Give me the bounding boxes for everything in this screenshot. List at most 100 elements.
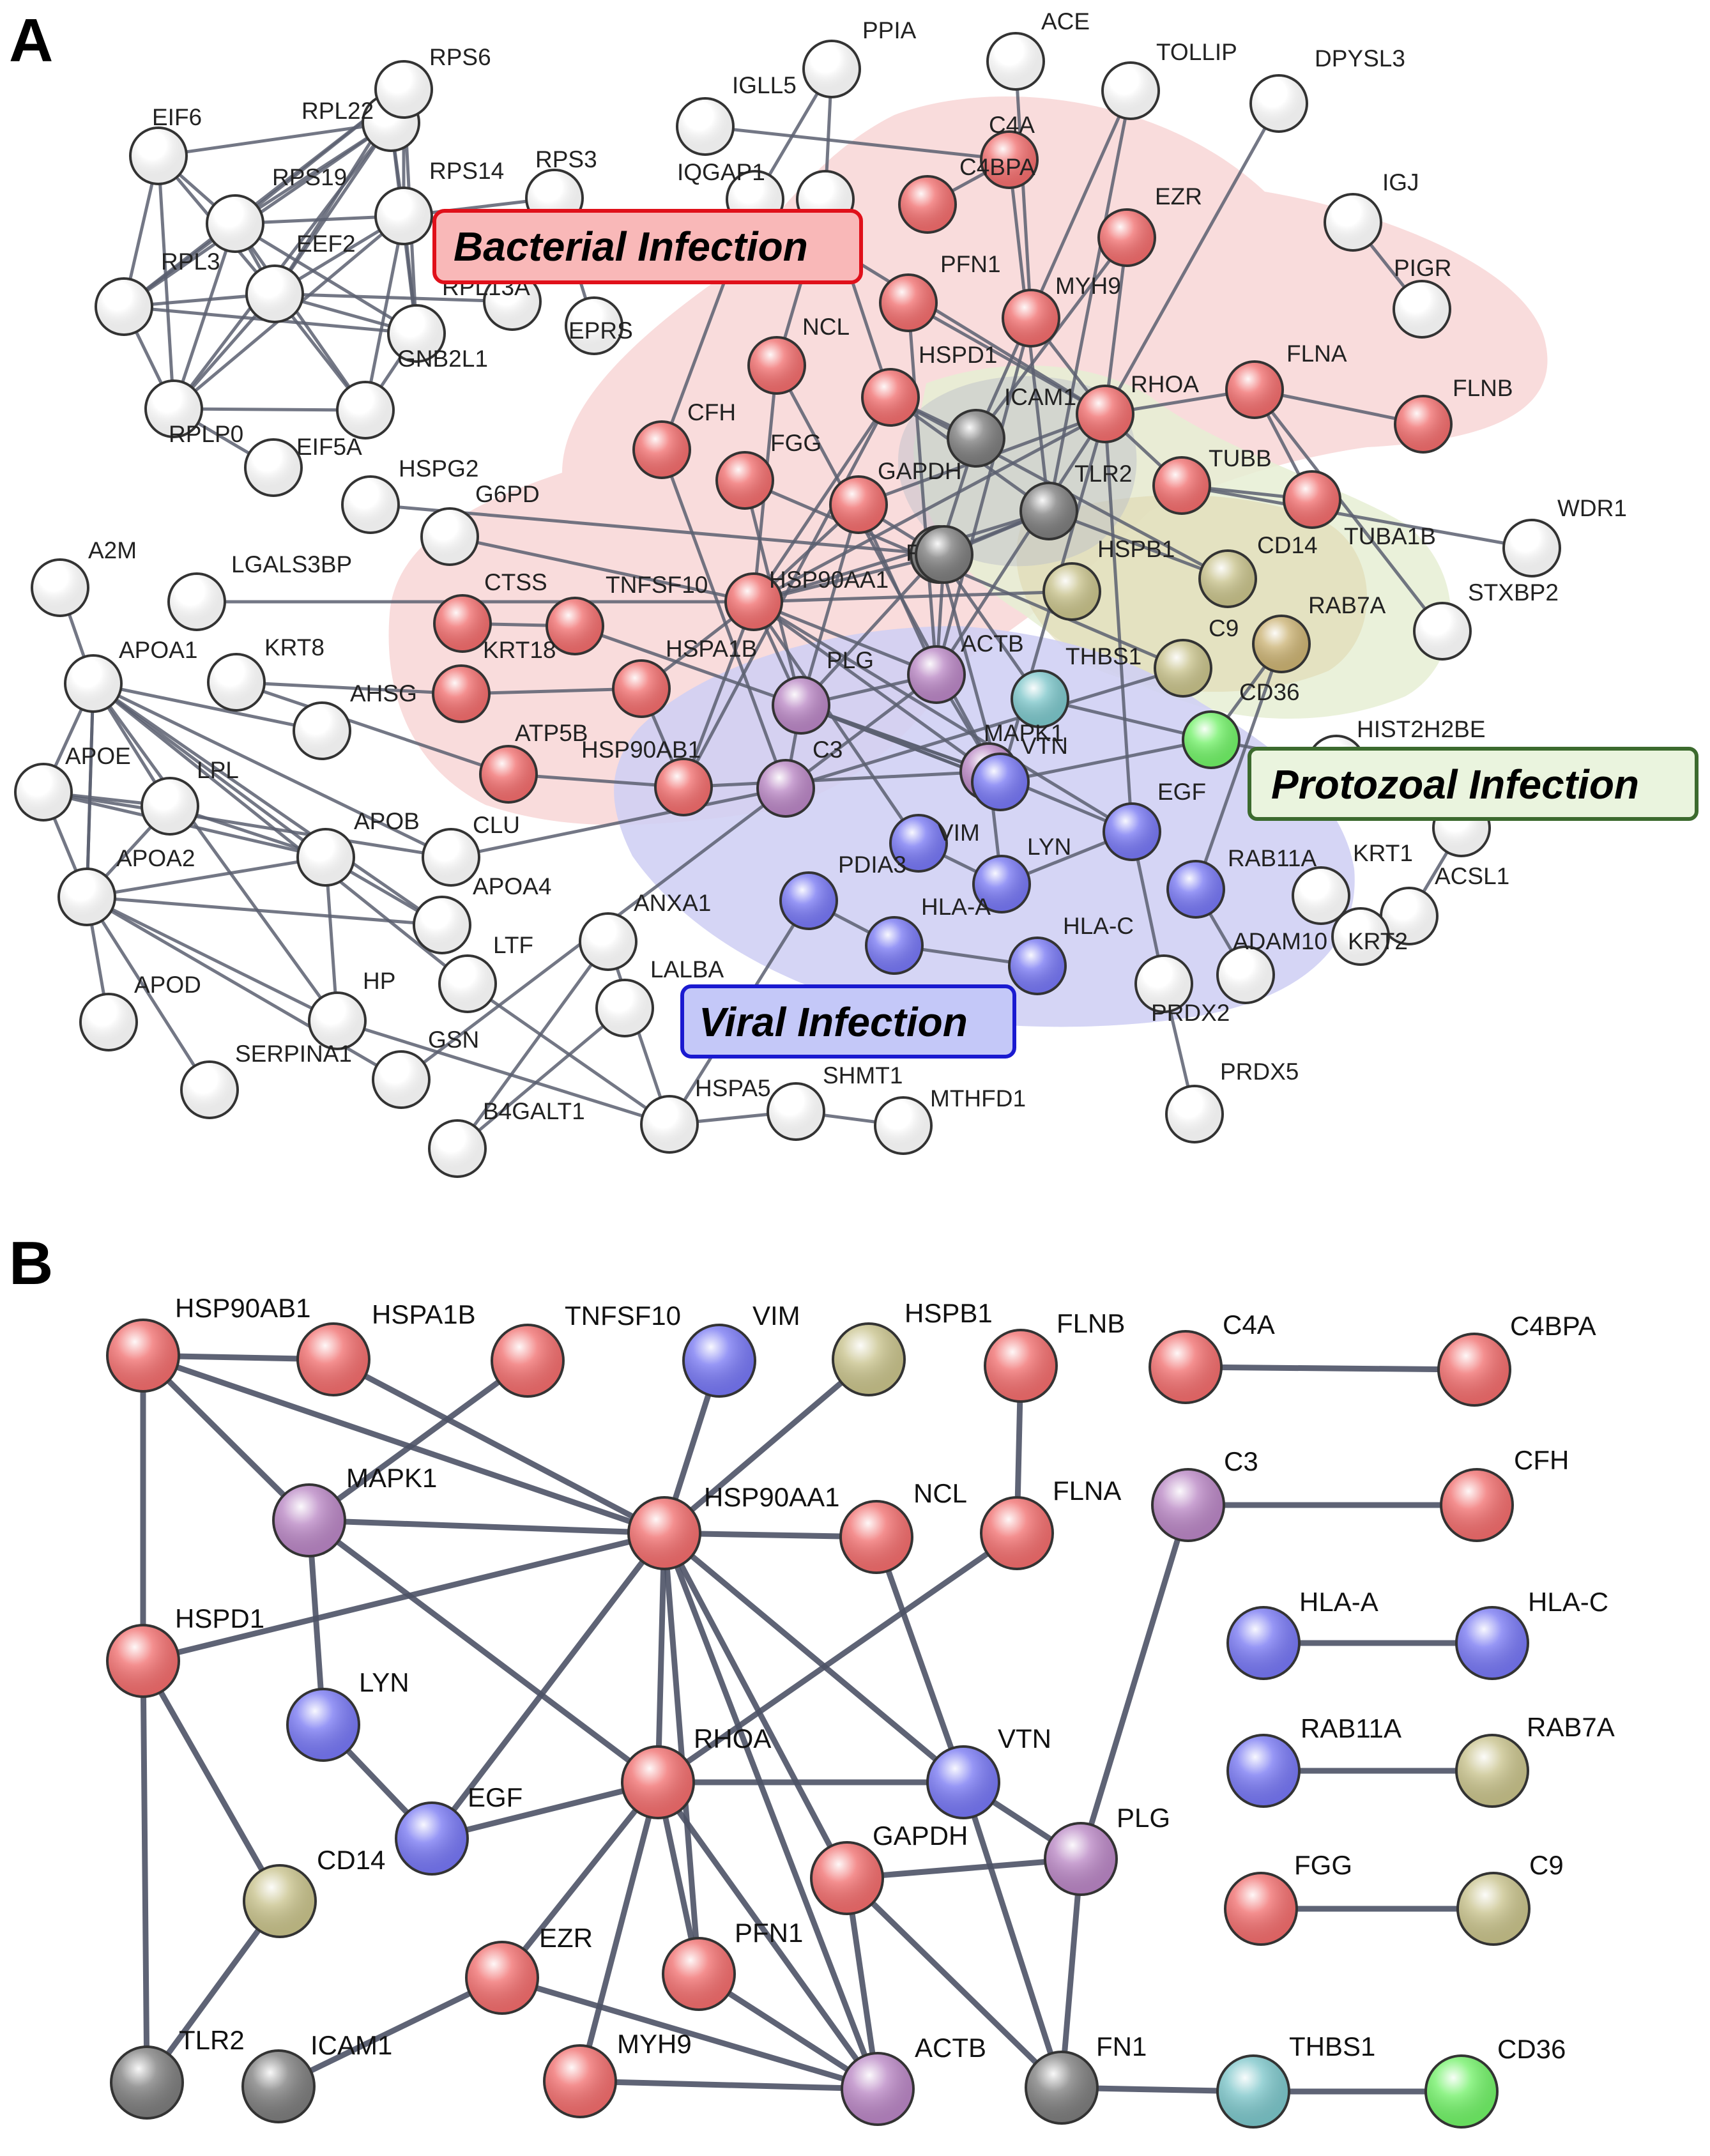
network-a-node-label: APOA1 <box>119 637 197 663</box>
network-b-node-highlight <box>493 1326 562 1395</box>
network-a-edge <box>455 940 610 1150</box>
network-a-node-label: RPS6 <box>429 44 491 70</box>
network-a-edge <box>1000 738 1212 784</box>
network-a-node-hspa1b: HSPA1B <box>612 636 757 718</box>
network-b-node-flnb: FLNB <box>984 1308 1125 1403</box>
bacterial-label: Bacterial Infection <box>454 224 808 270</box>
network-a-edge <box>85 683 95 898</box>
network-b-node-label: C3 <box>1224 1446 1258 1476</box>
network-b-node-label: ICAM1 <box>310 2030 392 2060</box>
network-b-node-highlight <box>1458 1736 1527 1805</box>
network-b-node-plg: PLG <box>1044 1803 1170 1896</box>
network-a-node-highlight <box>247 441 300 494</box>
network-a-node-b4galt1: B4GALT1 <box>428 1098 585 1178</box>
network-a-node-label: SERPINA1 <box>235 1041 352 1067</box>
network-a-node-highlight <box>1168 1087 1221 1141</box>
network-b-node-label: FN1 <box>1096 2031 1147 2061</box>
network-a-node-highlight <box>1228 363 1281 417</box>
network-a-node-atp5b: ATP5B <box>479 720 588 804</box>
network-a-node-tollip: TOLLIP <box>1101 39 1237 120</box>
network-b-node-highlight <box>275 1486 344 1555</box>
network-b-node-highlight <box>1219 2057 1288 2126</box>
network-a-node-highlight <box>1505 521 1559 575</box>
network-a-node-highlight <box>1045 565 1099 618</box>
network-a-edge <box>363 215 406 411</box>
network-b-node-label: CD14 <box>317 1845 385 1875</box>
network-b-node-highlight <box>1046 1824 1115 1893</box>
network-a-node-label: MTHFD1 <box>930 1085 1026 1112</box>
network-a-node-label: PRDX2 <box>1151 1000 1230 1026</box>
network-a-node-gapdh: GAPDH <box>829 458 962 534</box>
network-a-node-highlight <box>143 779 197 833</box>
network-b-edge <box>655 1533 668 1783</box>
network-a-node-vtn: VTN <box>971 733 1068 811</box>
network-a-node-label: RPS3 <box>535 146 597 172</box>
network-a-node-highlight <box>892 816 945 870</box>
network-a-edge <box>1194 643 1283 890</box>
network-a-node-label: HSPD1 <box>919 342 997 368</box>
network-b-edge <box>332 1357 666 1536</box>
network-a-node-cfh: CFH <box>632 399 736 479</box>
network-b-edge <box>873 1536 966 1784</box>
network-a-node-highlight <box>1169 862 1223 916</box>
network-a-node-highlight <box>147 382 201 436</box>
network-a-node-highlight <box>548 599 602 653</box>
network-a-node-highlight <box>1013 672 1067 726</box>
network-a-node-highlight <box>882 276 935 330</box>
network-a-node-c4a: C4A <box>980 112 1039 189</box>
network-a-node-tnfsf10: TNFSF10 <box>546 572 708 655</box>
network-a-edge <box>86 855 326 899</box>
network-a-node-highlight <box>782 874 836 928</box>
network-b-node-rhoa: RHOA <box>621 1724 771 1819</box>
network-a-node-highlight <box>759 761 813 815</box>
network-b-node-highlight <box>986 1331 1055 1400</box>
network-a-edge <box>92 682 452 859</box>
network-a-node-highlight <box>598 981 652 1035</box>
network-b-node-cd36: CD36 <box>1424 2034 1566 2129</box>
network-a-node-label: GSN <box>428 1027 479 1053</box>
network-b-edge <box>1185 1364 1475 1373</box>
network-a-edge <box>705 125 1010 162</box>
network-a-node-tuba1b: TUBA1B <box>1283 470 1436 549</box>
network-a-node-label: RPLP0 <box>169 421 243 447</box>
network-a-node-label: HIST2H2BE <box>1357 716 1486 742</box>
network-a-node-highlight <box>1382 889 1436 943</box>
network-a-node-label: HSPB1 <box>1097 536 1175 562</box>
network-a-node-highlight <box>1011 939 1064 993</box>
network-a-edge <box>785 666 1184 790</box>
network-a-edge <box>753 600 937 677</box>
network-b-edge <box>142 1530 666 1664</box>
network-a-node-rab11a: RAB11A <box>1166 845 1317 919</box>
network-b-node-label: C9 <box>1529 1850 1564 1880</box>
network-a-node-highlight <box>210 655 263 709</box>
network-a-node-hp: HP <box>308 968 395 1050</box>
network-b-node-highlight <box>1459 1874 1528 1943</box>
network-a-node-rpl3: RPL3 <box>95 248 220 336</box>
network-b-node-highlight <box>109 1626 178 1695</box>
network-a-edge <box>92 682 443 927</box>
network-a-node-highlight <box>441 957 494 1011</box>
network-a-node-eef2: EEF2 <box>245 231 356 323</box>
network-a-node-label: RHOA <box>1131 371 1199 397</box>
network-a-node-label: HLA-C <box>1063 913 1134 939</box>
network-a-node-label: IGLL5 <box>732 72 797 98</box>
network-b-edge <box>577 1781 661 2083</box>
network-a-node-lalba: LALBA <box>595 956 724 1037</box>
network-a-node-label: APOD <box>134 972 201 998</box>
network-a-node-label: RPS19 <box>272 164 347 190</box>
network-a-edge <box>683 770 989 789</box>
network-b-node-highlight <box>546 2047 615 2116</box>
network-a-node-label: LTF <box>493 932 533 958</box>
network-b-node-tlr2: TLR2 <box>110 2025 245 2120</box>
network-a-node-krt1: KRT1 <box>1292 840 1413 925</box>
network-a-node-highlight <box>82 995 135 1049</box>
network-a-node-label: LPL <box>197 757 239 783</box>
network-a-node-krt8: KRT8 <box>207 634 324 712</box>
network-b-node-label: THBS1 <box>1289 2031 1375 2061</box>
network-a-node-highlight <box>170 575 224 629</box>
network-a-node-hspb1: HSPB1 <box>1042 536 1175 621</box>
protozoal-box <box>1248 747 1699 821</box>
network-b-edge <box>429 1531 667 1840</box>
network-a-node-highlight <box>867 919 921 972</box>
